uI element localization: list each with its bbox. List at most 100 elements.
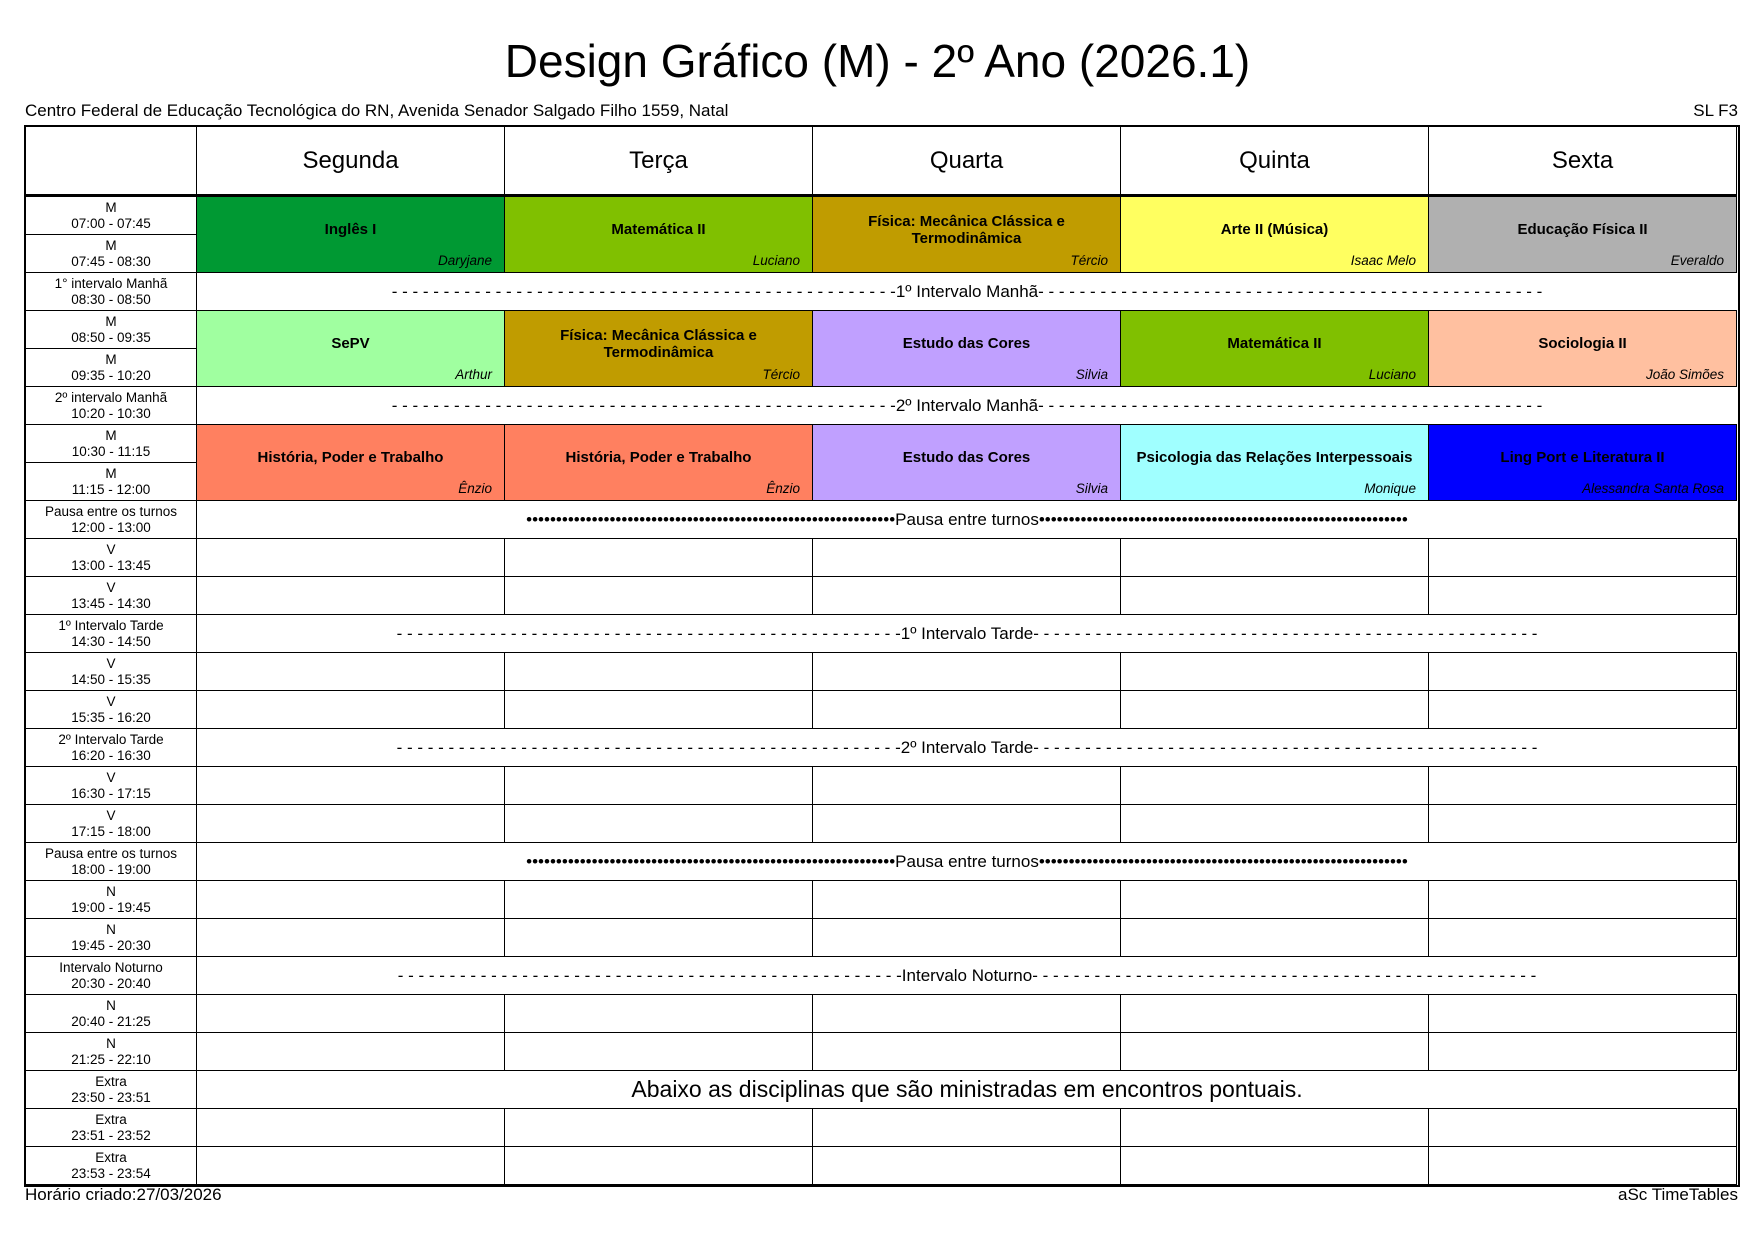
slot-name: Extra <box>95 1150 127 1165</box>
empty-cell[interactable] <box>505 539 813 577</box>
lesson-subject: Sociologia II <box>1538 335 1627 352</box>
empty-cell[interactable] <box>505 1147 813 1185</box>
empty-cell[interactable] <box>813 653 1121 691</box>
empty-cell[interactable] <box>813 805 1121 843</box>
empty-cell[interactable] <box>197 919 505 957</box>
empty-cell[interactable] <box>1121 1033 1429 1071</box>
empty-cell[interactable] <box>505 691 813 729</box>
empty-cell[interactable] <box>505 767 813 805</box>
empty-cell[interactable] <box>813 539 1121 577</box>
day-label: Sexta <box>1551 146 1614 174</box>
empty-cell[interactable] <box>1121 805 1429 843</box>
empty-cell[interactable] <box>813 1109 1121 1147</box>
lesson-cell[interactable]: Física: Mecânica Clássica e Termodinâmic… <box>813 197 1121 273</box>
slot-name: Pausa entre os turnos <box>44 846 178 861</box>
empty-cell[interactable] <box>505 1033 813 1071</box>
empty-cell[interactable] <box>505 805 813 843</box>
empty-cell[interactable] <box>197 767 505 805</box>
empty-cell[interactable] <box>1429 1033 1737 1071</box>
empty-cell[interactable] <box>1429 881 1737 919</box>
empty-cell[interactable] <box>197 805 505 843</box>
empty-cell[interactable] <box>197 881 505 919</box>
empty-cell[interactable] <box>1121 767 1429 805</box>
empty-cell[interactable] <box>1121 653 1429 691</box>
empty-cell[interactable] <box>197 691 505 729</box>
lesson-cell[interactable]: Ling Port e Literatura II Alessandra Sant… <box>1429 425 1737 501</box>
break-filler: - - - - - - - - - - - - - - - - - - - - … <box>391 395 896 415</box>
empty-cell[interactable] <box>197 577 505 615</box>
empty-cell[interactable] <box>813 1147 1121 1185</box>
empty-cell[interactable] <box>813 995 1121 1033</box>
empty-cell[interactable] <box>505 653 813 691</box>
empty-cell[interactable] <box>505 995 813 1033</box>
empty-cell[interactable] <box>505 881 813 919</box>
empty-cell[interactable] <box>197 1033 505 1071</box>
lesson-cell[interactable]: Física: Mecânica Clássica e Termodinâmic… <box>505 311 813 387</box>
empty-cell[interactable] <box>813 767 1121 805</box>
break-label: 2º Intervalo Manhã <box>895 395 1039 415</box>
break-filler: - - - - - - - - - - - - - - - - - - - - … <box>1032 965 1537 985</box>
empty-cell[interactable] <box>1121 919 1429 957</box>
empty-cell[interactable] <box>1429 1147 1737 1185</box>
empty-cell[interactable] <box>1429 577 1737 615</box>
empty-cell[interactable] <box>197 995 505 1033</box>
lesson-teacher: Ênzio <box>458 481 492 496</box>
empty-cell[interactable] <box>1429 995 1737 1033</box>
lesson-teacher: Alessandra Santa Rosa <box>1582 481 1724 496</box>
empty-cell[interactable] <box>1121 995 1429 1033</box>
empty-cell[interactable] <box>1429 539 1737 577</box>
empty-cell[interactable] <box>1121 577 1429 615</box>
empty-cell[interactable] <box>1121 1109 1429 1147</box>
empty-cell[interactable] <box>813 577 1121 615</box>
slot-time: 20:40 - 21:25 <box>71 1014 151 1029</box>
empty-cell[interactable] <box>813 1033 1121 1071</box>
empty-cell[interactable] <box>197 1147 505 1185</box>
empty-cell[interactable] <box>1429 767 1737 805</box>
empty-cell[interactable] <box>813 919 1121 957</box>
empty-cell[interactable] <box>1429 691 1737 729</box>
empty-cell[interactable] <box>505 577 813 615</box>
empty-cell[interactable] <box>505 919 813 957</box>
empty-cell[interactable] <box>197 539 505 577</box>
empty-cell[interactable] <box>1121 1147 1429 1185</box>
break-filler: ••••••••••••••••••••••••••••••••••••••••… <box>526 509 896 529</box>
empty-cell[interactable] <box>813 691 1121 729</box>
break-filler: ••••••••••••••••••••••••••••••••••••••••… <box>1038 509 1408 529</box>
empty-cell[interactable] <box>1121 881 1429 919</box>
empty-cell[interactable] <box>197 653 505 691</box>
empty-cell[interactable] <box>505 1109 813 1147</box>
empty-cell[interactable] <box>197 1109 505 1147</box>
empty-cell[interactable] <box>1429 805 1737 843</box>
empty-cell[interactable] <box>1429 653 1737 691</box>
empty-cell[interactable] <box>1429 1109 1737 1147</box>
lesson-subject: Ling Port e Literatura II <box>1500 449 1665 466</box>
slot-time: 21:25 - 22:10 <box>71 1052 151 1067</box>
empty-cell[interactable] <box>1121 539 1429 577</box>
note-row: Abaixo as disciplinas que são ministrada… <box>197 1071 1737 1109</box>
empty-cell[interactable] <box>1429 919 1737 957</box>
lesson-cell[interactable]: Arte II (Música)Isaac Melo <box>1121 197 1429 273</box>
lesson-subject: Arte II (Música) <box>1220 221 1329 238</box>
empty-cell[interactable] <box>813 881 1121 919</box>
slot-time: 14:30 - 14:50 <box>71 634 151 649</box>
slot-name: 2º intervalo Manhã <box>54 390 168 405</box>
slot-name: V <box>106 770 116 785</box>
empty-cell[interactable] <box>1121 691 1429 729</box>
